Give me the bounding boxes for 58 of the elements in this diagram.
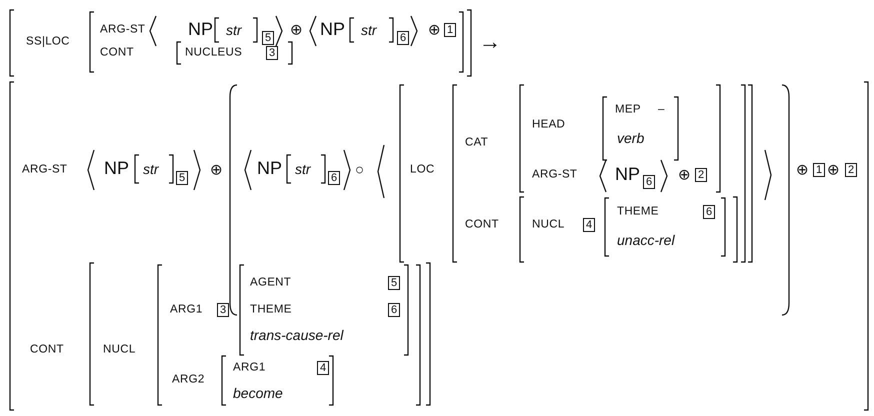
type-label: str (143, 162, 159, 176)
type-label: become (233, 386, 283, 400)
index-tag: 5 (176, 171, 188, 185)
attribute-label: – (658, 104, 665, 116)
category-label: NP (615, 165, 640, 183)
type-label: str (295, 162, 311, 176)
index-tag: 6 (328, 171, 340, 185)
index-tag: 6 (397, 31, 410, 45)
rule-arrow: → (479, 31, 501, 53)
index-tag: 4 (583, 218, 596, 232)
attribute-label: ARG1 (233, 362, 266, 374)
index-tag: 4 (317, 361, 330, 375)
index-tag: 6 (388, 303, 400, 317)
operator-symbol: ⊕ (428, 22, 441, 38)
type-label: unacc-rel (617, 233, 675, 247)
index-tag: 1 (813, 163, 826, 177)
operator-symbol: ⊕ (290, 22, 303, 38)
attribute-label: LOC (410, 164, 435, 176)
operator-symbol: ⊕ (827, 162, 840, 178)
type-label: str (361, 23, 377, 37)
attribute-label: CAT (465, 137, 488, 149)
attribute-label: CONT (465, 219, 499, 231)
index-tag: 5 (262, 31, 274, 45)
index-tag: 1 (444, 23, 456, 37)
attribute-label: NUCLEUS (185, 47, 242, 59)
attribute-label: ARG2 (172, 374, 205, 386)
attribute-label: NUCL (103, 344, 136, 356)
index-tag: 6 (703, 205, 716, 219)
category-label: NP (104, 159, 130, 177)
index-tag: 2 (845, 163, 858, 177)
attribute-label: SS|LOC (26, 36, 70, 48)
type-label: verb (617, 131, 644, 145)
attribute-label: HEAD (532, 119, 566, 131)
attribute-label: NUCL (532, 219, 565, 231)
attribute-label: THEME (250, 304, 292, 316)
attribute-label: CONT (30, 344, 64, 356)
category-label: NP (188, 20, 214, 38)
operator-symbol: ⊕ (210, 162, 223, 178)
attribute-label: CONT (100, 47, 134, 59)
category-label: NP (320, 20, 346, 38)
attribute-label: ARG-ST (100, 24, 146, 36)
attribute-label: THEME (617, 206, 659, 218)
operator-symbol: ⊕ (678, 168, 691, 182)
index-tag: 5 (388, 276, 400, 290)
category-label: NP (257, 159, 282, 177)
attribute-label: ARG-ST (532, 169, 578, 181)
attribute-label: ARG-ST (22, 164, 68, 176)
operator-symbol: ⊕ (796, 162, 809, 178)
index-tag: 6 (643, 175, 656, 189)
index-tag: 3 (266, 46, 278, 60)
type-label: trans-cause-rel (250, 328, 344, 342)
attribute-label: ARG1 (170, 304, 203, 316)
attribute-label: AGENT (250, 277, 292, 289)
index-tag: 3 (217, 303, 230, 317)
operator-symbol: ○ (355, 162, 364, 178)
index-tag: 2 (695, 168, 708, 182)
attribute-label: MEP (615, 104, 641, 116)
type-label: str (226, 23, 242, 37)
